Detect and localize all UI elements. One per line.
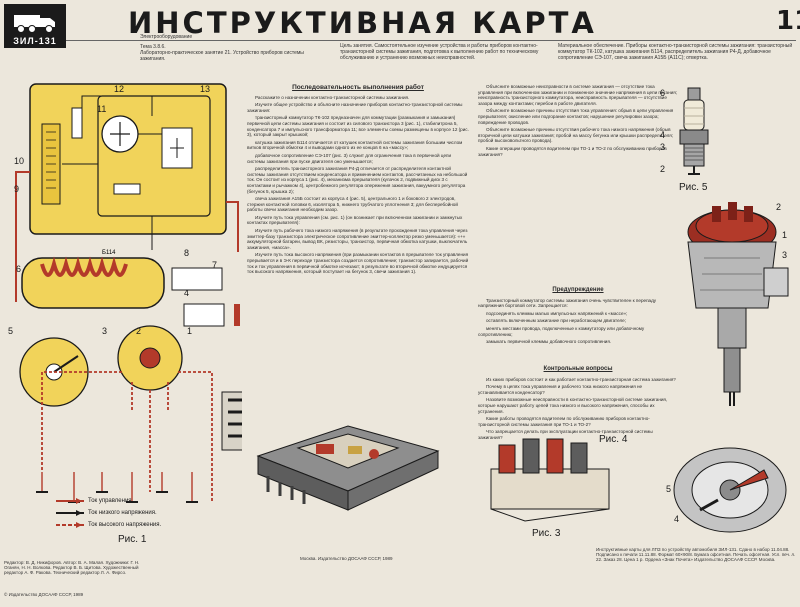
procedure-step: Изучите путь рабочего тока низкого напря… (247, 228, 468, 250)
commutator-illustration (256, 425, 440, 511)
terminal-block-illustration (490, 438, 610, 522)
svg-text:6: 6 (16, 264, 21, 274)
svg-text:7: 7 (212, 260, 217, 270)
warning-heading: Предупреждение (552, 287, 604, 293)
fault-step: Объясните возможные причины отсутствия р… (478, 127, 674, 144)
questions-column: Контрольные вопросы Из каких приборов со… (478, 362, 678, 443)
svg-text:5: 5 (666, 484, 671, 494)
svg-text:11: 11 (97, 104, 106, 114)
legend-swatch (56, 498, 84, 504)
warning-column: Предупреждение Транзисторный коммутатор … (478, 283, 678, 347)
legend-label: Ток высокого напряжения. (88, 522, 162, 528)
publisher: Москва. Издательство ДОСААФ СССР, 1989 (300, 556, 393, 561)
add-resistor (171, 267, 223, 291)
procedure-step: катушка зажигания Б114 отличается от кат… (247, 139, 463, 151)
fault-step: Какие операции проводятся водителем при … (478, 145, 667, 157)
header-divider (66, 40, 796, 41)
equipment-list: Материальное обеспечение. Приборы контак… (558, 43, 793, 61)
svg-text:3: 3 (660, 142, 665, 152)
commutator-inner (97, 95, 211, 217)
procedure-step: свеча зажигания А15Б состоит из корпуса … (247, 196, 458, 213)
warning-item: Транзисторный коммутатор системы зажиган… (478, 297, 657, 309)
svg-text:1: 1 (187, 326, 192, 336)
credits: Редактор: В. Д. Никифоров. Автор: В. А. … (4, 560, 140, 576)
question-item: Какие работы проводятся водителем по обс… (478, 416, 650, 427)
svg-text:1: 1 (782, 230, 787, 240)
legend-item: Ток управления. (56, 497, 133, 505)
question-item: Из каких приборов состоит и как работает… (486, 376, 676, 382)
procedure-step: распределитель транзисторного зажигания … (247, 166, 468, 194)
svg-text:9: 9 (14, 184, 19, 194)
procedure-step: транзисторный коммутатор ТК-102 предназн… (247, 115, 469, 138)
svg-text:10: 10 (14, 156, 24, 166)
svg-text:4: 4 (674, 514, 679, 524)
question-item: Что запрещается делать при эксплуатации … (478, 429, 653, 440)
fig4-label: Рис. 4 (599, 434, 628, 445)
svg-text:3: 3 (102, 326, 107, 336)
faults-column: Объясните возможные неисправности в сист… (478, 84, 678, 159)
svg-text:12: 12 (114, 84, 124, 94)
procedure-step: добавочное сопротивление СЭ-107 (рис. 3)… (247, 152, 452, 164)
resistor (71, 107, 83, 139)
legend-swatch (56, 510, 84, 516)
warning-item: менять местами провода, подключенные к к… (478, 325, 645, 337)
questions-heading: Контрольные вопросы (543, 366, 613, 372)
question-item: Почему в цепях тока управления и рабочег… (478, 384, 643, 395)
distributor-illustration: 2 1 3 (687, 202, 789, 406)
sheet-number: 11 (776, 6, 800, 36)
lesson-goal: Цель занятия. Самостоятельное изучение у… (340, 43, 539, 61)
procedure-step: Изучите путь тока высокого напряжения (п… (247, 252, 469, 275)
svg-text:2: 2 (660, 164, 665, 174)
svg-text:4: 4 (660, 130, 665, 140)
svg-text:5: 5 (8, 326, 13, 336)
printing-info: Инструктивные карты для ЛПЗ по устройств… (596, 547, 796, 563)
category: Электрооборудование (140, 34, 193, 40)
warning-item: подсоединять клеммы малых импульсных нап… (486, 310, 628, 316)
procedure-step: Изучите путь тока управления (см. рис. 1… (247, 214, 463, 226)
topic: Тема 3.8.6. (140, 44, 166, 50)
svg-text:6: 6 (660, 88, 665, 98)
page-title: ИНСТРУКТИВНАЯ КАРТА (128, 6, 597, 40)
fig5-label: Рис. 5 (679, 182, 708, 193)
svg-text:13: 13 (200, 84, 210, 94)
svg-text:4: 4 (184, 288, 189, 298)
spark-plug-callouts: 6 4 3 2 (660, 88, 665, 174)
procedure-column: Последовательность выполнения работ Расс… (247, 83, 469, 277)
legend-label: Ток управления. (88, 498, 134, 504)
breaker-detail-illustration: 5 4 (666, 447, 787, 533)
warning-item: оставлять включенным зажигание при нераб… (486, 318, 627, 324)
truck-icon (14, 15, 55, 33)
fig1-label: Рис. 1 (118, 534, 147, 545)
svg-text:2: 2 (776, 202, 781, 212)
legend-item: Ток низкого напряжения. (56, 509, 157, 517)
svg-text:8: 8 (184, 248, 189, 258)
lesson: Лабораторно-практическое занятие 21. Уст… (140, 50, 304, 62)
svg-text:2: 2 (136, 326, 141, 336)
fault-step: Объясните возможные неисправности в сист… (478, 84, 677, 106)
procedure-heading: Последовательность выполнения работ (292, 84, 424, 91)
spark-plug-illustration (679, 87, 709, 175)
legend-label: Ток низкого напряжения. (88, 510, 157, 516)
legend-swatch (56, 522, 84, 528)
fault-step: Объясните возможные причины отсутствия т… (478, 108, 674, 125)
svg-text:3: 3 (782, 250, 787, 260)
procedure-step: Расскажите о назначении контактно-транзи… (255, 94, 410, 100)
capacitor (113, 183, 141, 195)
ignition-switch (183, 303, 225, 327)
coil-label: Б114 (102, 250, 116, 256)
legend-item: Ток высокого напряжения. (56, 521, 161, 529)
warning-item: замыкать первичной клеммы добавочного со… (486, 339, 612, 345)
lesson-info: Тема 3.8.6. Лабораторно-практическое зан… (140, 44, 330, 62)
question-item: Назовите возможные неисправности в конта… (478, 397, 668, 414)
truck-badge: ЗИЛ-131 (4, 4, 66, 48)
procedure-step: Изучите общее устройство и объясните наз… (247, 102, 463, 113)
fig3-label: Рис. 3 (532, 528, 561, 539)
wiring-diagram: 12 13 11 10 9 Б114 8 7 6 4 5 3 2 1 (8, 83, 242, 503)
copyright: © Издательство ДОСААФ СССР, 1989 (4, 592, 84, 597)
vehicle-model: ЗИЛ-131 (13, 36, 57, 46)
